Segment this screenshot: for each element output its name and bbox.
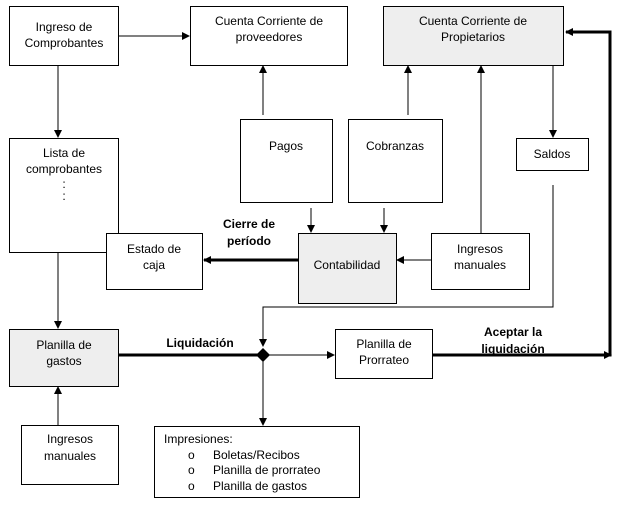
node-cobranzas: Cobranzas	[348, 119, 443, 203]
node-cc-propietarios: Cuenta Corriente de Propietarios	[383, 6, 564, 66]
node-saldos: Saldos	[516, 138, 589, 171]
bullet-icon: o	[188, 463, 195, 477]
edge-label-periodo: período	[227, 234, 271, 248]
node-label: Propietarios	[441, 30, 505, 44]
node-cc-proveedores: Cuenta Corriente de proveedores	[190, 6, 348, 66]
node-ingresos-manuales-right: Ingresos manuales	[431, 233, 530, 290]
node-label: Contabilidad	[314, 258, 381, 272]
node-label: Comprobantes	[25, 36, 104, 50]
node-label: proveedores	[236, 30, 303, 44]
node-label: :	[62, 189, 65, 203]
impresiones-item: Boletas/Recibos	[213, 448, 300, 462]
node-label: Planilla de	[36, 338, 92, 352]
node-label: caja	[143, 258, 165, 272]
bullet-icon: o	[188, 448, 195, 462]
impresiones-title: Impresiones:	[164, 432, 233, 446]
node-label: Cuenta Corriente de	[215, 14, 323, 28]
node-impresiones: Impresiones: o Boletas/Recibos o Planill…	[154, 426, 360, 498]
node-label: gastos	[46, 354, 81, 368]
node-label: manuales	[44, 449, 96, 463]
edge-label-cierre: Cierre de	[223, 217, 275, 231]
node-label: Estado de	[127, 242, 181, 256]
node-label: Cuenta Corriente de	[419, 14, 527, 28]
impresiones-item: Planilla de gastos	[213, 479, 307, 493]
node-label: :	[62, 177, 65, 191]
node-label: manuales	[454, 258, 506, 272]
node-contabilidad: Contabilidad	[298, 233, 397, 304]
impresiones-item: Planilla de prorrateo	[213, 463, 321, 477]
node-label: Planilla de	[356, 337, 412, 351]
node-label: Ingresos	[47, 432, 93, 446]
node-label: comprobantes	[26, 162, 102, 176]
edge-label-aceptar-liquidacion: liquidación	[481, 342, 544, 356]
node-label: Saldos	[534, 147, 571, 161]
edges	[54, 28, 612, 426]
edge-saldos-to-liquidacion	[259, 185, 554, 347]
node-planilla-gastos: Planilla de gastos	[9, 329, 119, 387]
node-label: Prorrateo	[359, 353, 409, 367]
node-label: Cobranzas	[366, 139, 424, 153]
node-label: Ingreso de	[36, 20, 93, 34]
node-ingreso-comprobantes: Ingreso de Comprobantes	[9, 6, 119, 66]
node-lista-comprobantes: Lista de comprobantes : :	[9, 138, 119, 253]
node-planilla-prorrateo: Planilla de Prorrateo	[335, 329, 433, 379]
edge-aceptar-to-ccpropietarios	[432, 28, 612, 357]
liquidacion-junction-diamond	[256, 348, 270, 362]
node-pagos: Pagos	[240, 119, 333, 203]
node-label: Lista de	[43, 146, 85, 160]
node-label: Pagos	[269, 139, 303, 153]
node-label: Ingresos	[457, 242, 503, 256]
node-ingresos-manuales-bottom: Ingresos manuales	[21, 425, 119, 485]
bullet-icon: o	[188, 479, 195, 493]
node-estado-caja: Estado de caja	[106, 233, 203, 290]
edge-label-liquidacion: Liquidación	[166, 336, 233, 350]
edge-label-aceptar: Aceptar la	[484, 325, 542, 339]
